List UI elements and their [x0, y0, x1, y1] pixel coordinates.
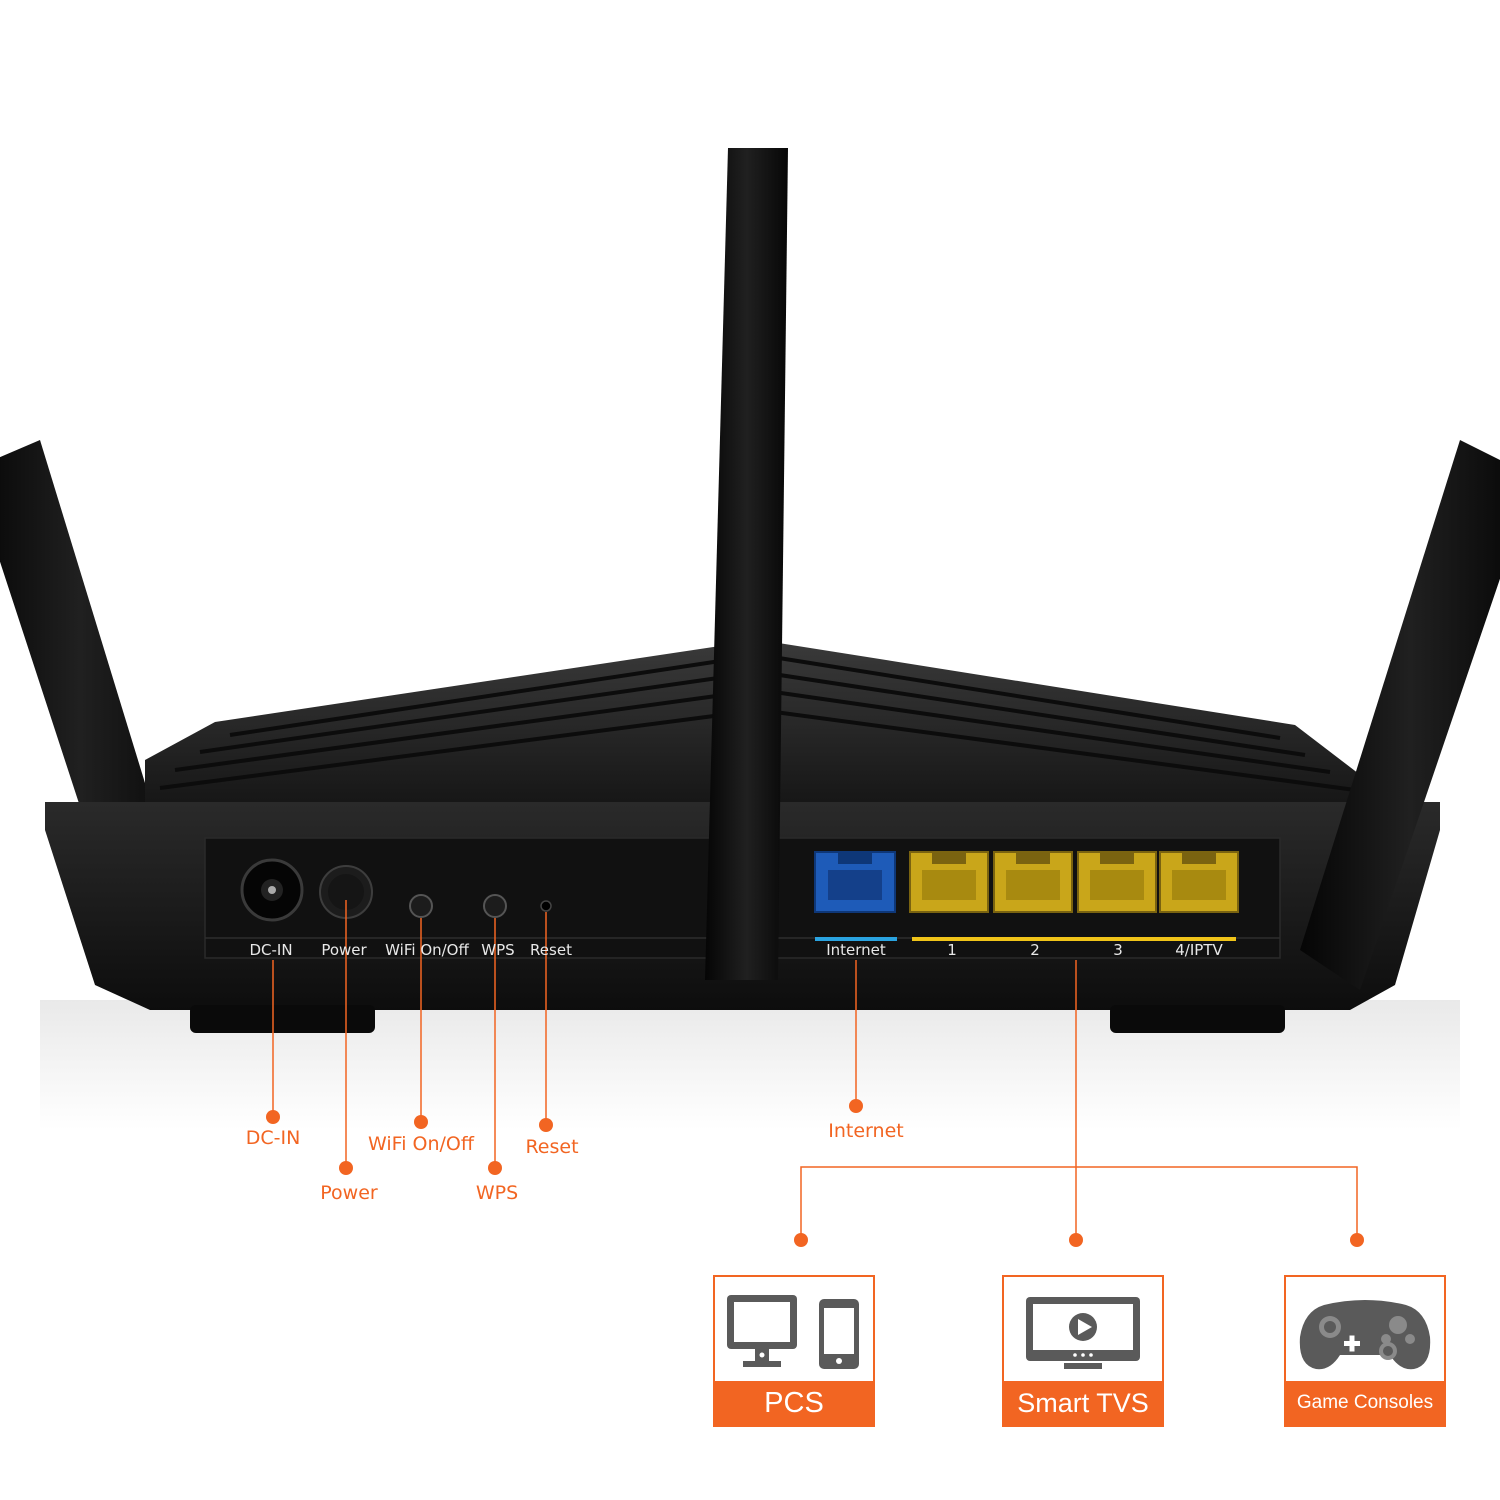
internet-port — [814, 851, 896, 913]
callout-wifi: WiFi On/Off — [368, 1133, 474, 1155]
pc-and-phone-icon — [727, 1295, 859, 1369]
right-antenna — [1300, 440, 1500, 990]
panel-label-lan4: 4/IPTV — [1175, 941, 1223, 959]
device-card-game-consoles: Game Consoles — [1284, 1275, 1446, 1427]
panel-label-reset: Reset — [530, 941, 572, 959]
panel-label-wps: WPS — [481, 941, 515, 959]
panel-label-lan2: 2 — [1030, 941, 1040, 959]
panel-label-power: Power — [321, 941, 367, 959]
device-card-smart-tvs: Smart TVS — [1002, 1275, 1164, 1427]
callout-lines — [272, 900, 1358, 1240]
lan-color-bar — [912, 937, 1236, 941]
callout-reset: Reset — [525, 1136, 579, 1158]
dc-in-port — [240, 858, 304, 922]
internet-color-bar — [815, 937, 897, 941]
panel-label-lan1: 1 — [947, 941, 957, 959]
callout-wps: WPS — [475, 1182, 519, 1204]
panel-label-wifi: WiFi On/Off — [385, 941, 469, 959]
device-label-pcs: PCS — [715, 1381, 873, 1425]
device-label-smart-tvs: Smart TVS — [1004, 1381, 1162, 1425]
smart-tv-icon — [1026, 1297, 1140, 1369]
callout-internet: Internet — [828, 1120, 904, 1142]
wps-button — [483, 894, 507, 918]
callout-dots — [266, 1099, 1364, 1247]
center-antenna — [705, 148, 788, 980]
power-button — [319, 865, 373, 919]
panel-label-internet: Internet — [826, 941, 886, 959]
lan-ports — [909, 851, 1239, 913]
wifi-button — [409, 894, 433, 918]
callout-power: Power — [320, 1182, 378, 1204]
panel-label-dc-in: DC-IN — [249, 941, 293, 959]
device-card-pcs: PCS — [713, 1275, 875, 1427]
panel-label-lan3: 3 — [1113, 941, 1123, 959]
device-label-game-consoles: Game Consoles — [1286, 1381, 1444, 1425]
callout-dc-in: DC-IN — [245, 1127, 301, 1149]
reset-pinhole — [540, 900, 552, 912]
gamepad-icon — [1299, 1300, 1431, 1370]
